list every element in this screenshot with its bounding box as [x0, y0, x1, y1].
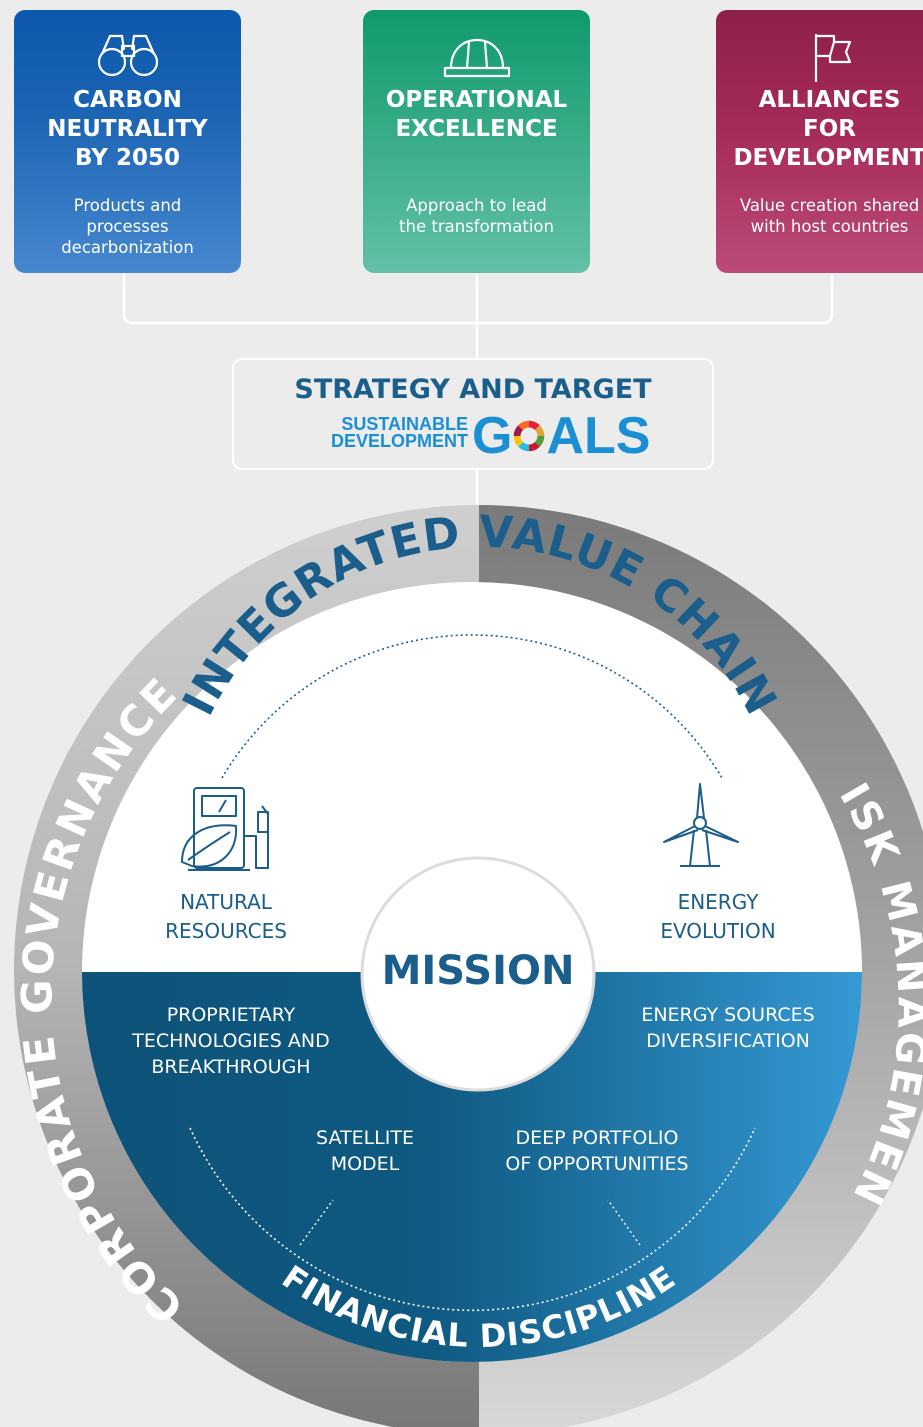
sdg-logo: G ALS [472, 410, 650, 462]
card-description: Approach to lead the transformation [399, 196, 554, 236]
fuel-pump-leaf-icon [181, 787, 269, 871]
operational-excellence-card: OPERATIONAL EXCELLENCE Approach to lead … [363, 10, 590, 273]
hard-hat-icon [363, 28, 590, 80]
strategy-title: STRATEGY AND TARGET [294, 374, 652, 405]
binoculars-icon [14, 28, 241, 80]
wind-turbine-icon [663, 783, 739, 867]
card-title: ALLIANCES FOR DEVELOPMENT [733, 87, 923, 171]
mission-label: MISSION [381, 948, 575, 994]
sdg-rest: ALS [546, 407, 651, 465]
card-title: CARBON NEUTRALITY BY 2050 [47, 87, 208, 171]
alliances-card: ALLIANCES FOR DEVELOPMENT Value creation… [716, 10, 923, 273]
natural-resources-label: NATURAL RESOURCES [165, 890, 287, 943]
carbon-neutrality-card: CARBON NEUTRALITY BY 2050 Products and p… [14, 10, 241, 273]
sdg-small-text: SUSTAINABLE DEVELOPMENT [330, 414, 468, 451]
card-description: Products and processes decarbonization [61, 196, 194, 257]
deep-portfolio-label: DEEP PORTFOLIO OF OPPORTUNITIES [505, 1127, 689, 1175]
sdg-g: G [472, 407, 513, 465]
energy-sources-label: ENERGY SOURCES DIVERSIFICATION [641, 1004, 815, 1052]
sdg-wheel-icon [514, 420, 545, 452]
strategy-box: STRATEGY AND TARGET SUSTAINABLE DEVELOPM… [232, 358, 714, 470]
card-description: Value creation shared with host countrie… [739, 196, 920, 236]
proprietary-technologies-label: PROPRIETARY TECHNOLOGIES AND BREAKTHROUG… [132, 1004, 330, 1078]
energy-evolution-label: ENERGY EVOLUTION [660, 890, 776, 943]
card-title: OPERATIONAL EXCELLENCE [385, 87, 568, 142]
satellite-model-label: SATELLITE MODEL [316, 1127, 414, 1175]
flag-icon [716, 28, 923, 82]
